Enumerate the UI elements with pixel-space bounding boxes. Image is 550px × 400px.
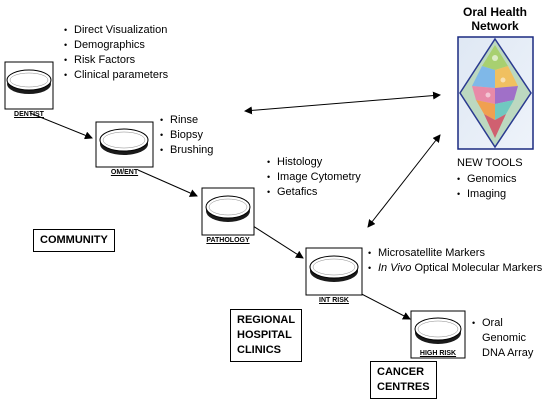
list-item: •Oral xyxy=(472,317,503,329)
node-dentist-dish xyxy=(4,61,54,110)
oment-sampling-list: Rinse Biopsy Brushing xyxy=(160,113,213,158)
node-label-pathology: PATHOLOGY xyxy=(206,237,250,244)
box-line: REGIONAL xyxy=(237,314,296,326)
box-line: CANCER xyxy=(377,366,425,378)
list-item: Histology xyxy=(267,155,361,170)
list-item: Rinse xyxy=(160,113,213,128)
network-title-line: Oral Health xyxy=(462,5,528,19)
in-vivo-text: In Vivo xyxy=(378,262,412,274)
list-item: Image Cytometry xyxy=(267,170,361,185)
node-label-highrisk: HIGH RISK xyxy=(419,350,457,357)
cancer-centres-box: CANCER CENTRES xyxy=(370,361,437,399)
network-title: Oral Health Network xyxy=(440,5,550,33)
node-label-oment: OM/ENT xyxy=(110,169,139,176)
node-highrisk-dish xyxy=(410,310,466,359)
highrisk-test-list: •Oral Genomic DNA Array xyxy=(472,316,533,361)
arrow-dentist-to-oment xyxy=(29,112,93,140)
network-puzzle-image xyxy=(472,45,518,138)
pathology-method-list: Histology Image Cytometry Getafics xyxy=(267,155,361,200)
network-title-line: Network xyxy=(471,19,519,33)
list-item: Demographics xyxy=(64,38,168,53)
node-pathology-dish xyxy=(201,187,255,236)
list-item: Genomics xyxy=(457,172,517,187)
list-item: Risk Factors xyxy=(64,53,168,68)
node-oment-dish xyxy=(95,121,154,168)
regional-hospital-clinics-box: REGIONAL HOSPITAL CLINICS xyxy=(230,309,303,362)
node-intrisk-dish xyxy=(305,247,363,296)
list-item: Getafics xyxy=(267,185,361,200)
new-tools-list: Genomics Imaging xyxy=(457,172,517,202)
node-label-intrisk: INT RISK xyxy=(319,297,349,304)
list-item: Direct Visualization xyxy=(64,23,168,38)
list-item: Microsatellite Markers xyxy=(368,246,542,261)
box-line: CENTRES xyxy=(377,381,430,393)
box-line: HOSPITAL xyxy=(237,329,292,341)
list-item: Genomic xyxy=(482,332,527,344)
optical-markers-text: Optical Molecular Markers xyxy=(411,262,543,274)
list-item: Biopsy xyxy=(160,128,213,143)
arrow-oment-to-pathology xyxy=(137,169,198,197)
list-item: Brushing xyxy=(160,143,213,158)
intrisk-marker-list: Microsatellite Markers In Vivo Optical M… xyxy=(368,246,542,276)
node-label-dentist: DENTIST xyxy=(14,111,44,118)
box-line: CLINICS xyxy=(237,344,281,356)
list-item: DNA Array xyxy=(482,347,534,359)
new-tools-title: NEW TOOLS xyxy=(457,157,523,169)
list-item: Clinical parameters xyxy=(64,68,168,83)
dentist-parameter-list: Direct Visualization Demographics Risk F… xyxy=(64,23,168,83)
double-arrow-network-diagonal xyxy=(367,134,441,228)
arrow-pathology-to-intrisk xyxy=(252,225,304,259)
double-arrow-network-top xyxy=(244,91,441,115)
list-item: In Vivo Optical Molecular Markers xyxy=(368,261,542,276)
community-box: COMMUNITY xyxy=(33,229,115,252)
list-item: Imaging xyxy=(457,187,517,202)
